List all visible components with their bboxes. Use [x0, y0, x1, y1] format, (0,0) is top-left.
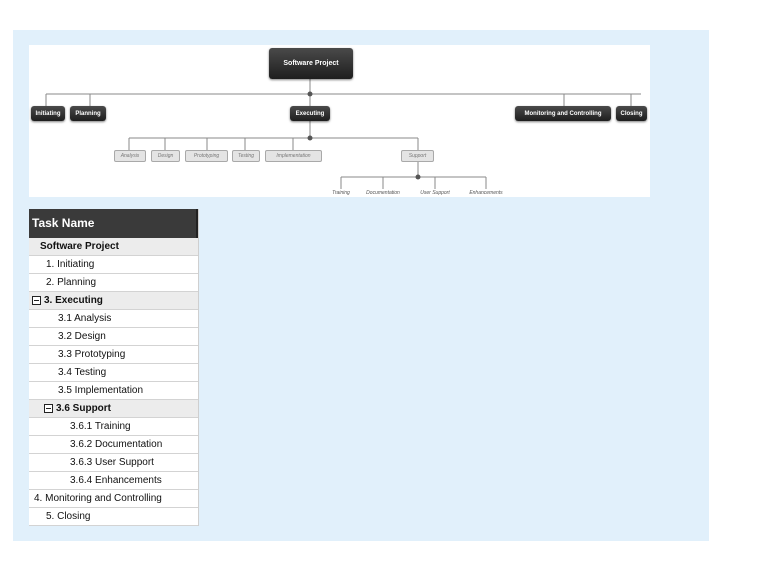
node-planning[interactable]: Planning: [70, 106, 106, 121]
task-label: 4. Monitoring and Controlling: [34, 493, 162, 504]
task-label: 3.6.2 Documentation: [70, 439, 163, 450]
node-implementation[interactable]: Implementation: [265, 150, 322, 162]
node-initiating[interactable]: Initiating: [31, 106, 65, 121]
wbs-connectors: [45, 79, 641, 189]
node-support[interactable]: Support: [401, 150, 434, 162]
task-row-analysis[interactable]: 3.1 Analysis: [29, 310, 198, 328]
task-label: 2. Planning: [46, 277, 97, 288]
task-row-planning[interactable]: 2. Planning: [29, 274, 198, 292]
task-label: 3.6 Support: [56, 403, 112, 414]
task-row-design[interactable]: 3.2 Design: [29, 328, 198, 346]
task-label: 3.6.3 User Support: [70, 457, 154, 468]
node-analysis[interactable]: Analysis: [114, 150, 146, 162]
task-row-software-project[interactable]: Software Project: [29, 238, 198, 256]
task-row-closing[interactable]: 5. Closing: [29, 508, 198, 526]
task-row-enhancements[interactable]: 3.6.4 Enhancements: [29, 472, 198, 490]
node-testing[interactable]: Testing: [232, 150, 260, 162]
collapse-toggle-icon[interactable]: [32, 296, 41, 305]
node-executing[interactable]: Executing: [290, 106, 330, 121]
task-row-executing[interactable]: 3. Executing: [29, 292, 198, 310]
node-prototyping[interactable]: Prototyping: [185, 150, 228, 162]
task-name-header[interactable]: Task Name: [29, 209, 198, 238]
task-label: 5. Closing: [46, 511, 91, 522]
task-row-implementation[interactable]: 3.5 Implementation: [29, 382, 198, 400]
task-row-training[interactable]: 3.6.1 Training: [29, 418, 198, 436]
collapse-toggle-icon[interactable]: [44, 404, 53, 413]
node-design[interactable]: Design: [151, 150, 180, 162]
task-row-initiating[interactable]: 1. Initiating: [29, 256, 198, 274]
node-user-support[interactable]: User Support: [420, 190, 450, 196]
task-row-testing[interactable]: 3.4 Testing: [29, 364, 198, 382]
node-enhancements[interactable]: Enhancements: [469, 190, 503, 196]
task-label: 3.4 Testing: [58, 367, 107, 378]
node-root[interactable]: Software Project: [269, 48, 353, 79]
node-monitoring[interactable]: Monitoring and Controlling: [515, 106, 611, 121]
task-row-prototyping[interactable]: 3.3 Prototyping: [29, 346, 198, 364]
wbs-chart: Software Project Initiating Planning Exe…: [29, 45, 650, 197]
task-label: 3.1 Analysis: [58, 313, 112, 324]
task-label: 1. Initiating: [46, 259, 95, 270]
task-table: Task Name Software Project 1. Initiating…: [29, 209, 199, 526]
task-label: 3. Executing: [44, 295, 103, 306]
task-row-user-support[interactable]: 3.6.3 User Support: [29, 454, 198, 472]
task-row-monitoring[interactable]: 4. Monitoring and Controlling: [29, 490, 198, 508]
node-documentation[interactable]: Documentation: [366, 190, 400, 196]
node-closing[interactable]: Closing: [616, 106, 647, 121]
task-label: Software Project: [40, 241, 119, 252]
task-row-support[interactable]: 3.6 Support: [29, 400, 198, 418]
task-label: 3.5 Implementation: [58, 385, 144, 396]
task-label: 3.6.1 Training: [70, 421, 131, 432]
task-label: 3.3 Prototyping: [58, 349, 126, 360]
task-label: 3.6.4 Enhancements: [70, 475, 162, 486]
task-row-documentation[interactable]: 3.6.2 Documentation: [29, 436, 198, 454]
node-training[interactable]: Training: [332, 190, 350, 196]
task-label: 3.2 Design: [58, 331, 106, 342]
